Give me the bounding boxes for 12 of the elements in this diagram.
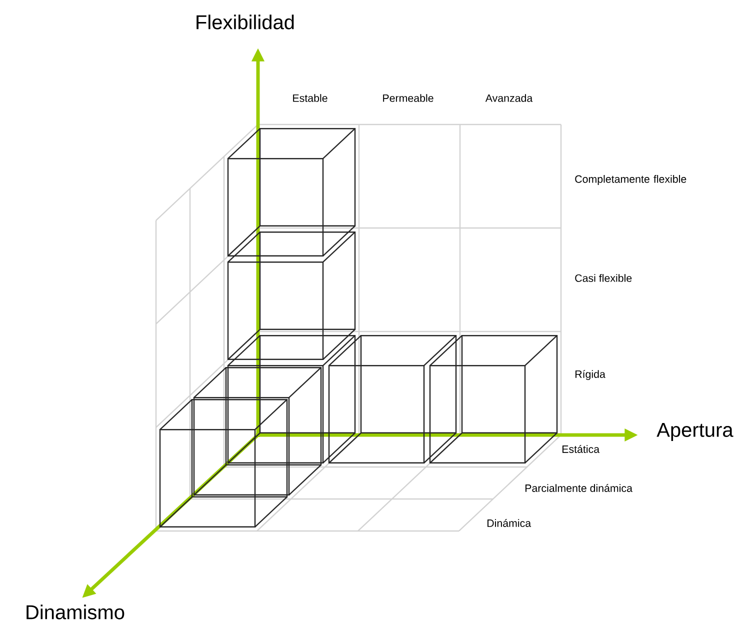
axis-title: Apertura [656,423,734,441]
column-label: Estable [293,94,328,102]
depth-label: Estática [562,445,600,453]
depth-label: Dinámica [487,519,532,527]
axis-title: Dinamismo [26,604,124,620]
row-label: Rígida [575,370,606,380]
row-label: Completamente flexible [575,175,686,185]
row-label: Casi flexible [575,274,632,282]
column-label: Avanzada [485,94,533,102]
depth-label: Parcialmente dinámica [525,484,632,492]
column-label: Permeable [383,94,434,102]
axis-title: Flexibilidad [196,14,294,30]
